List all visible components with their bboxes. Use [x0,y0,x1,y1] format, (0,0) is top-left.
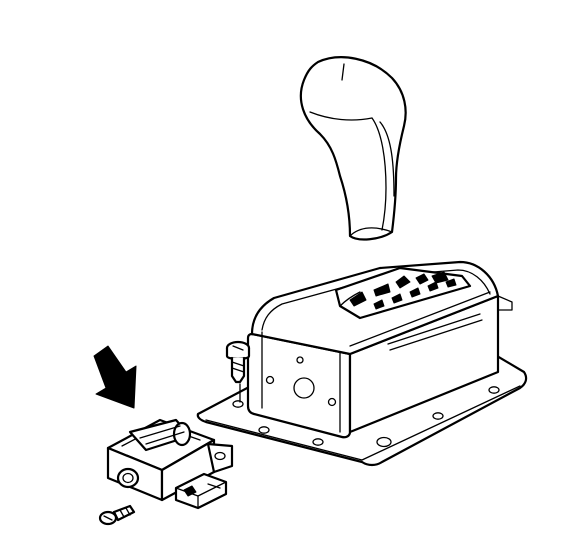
solenoid-icon [106,418,234,510]
screw-icon [98,504,136,526]
shifter-housing-icon [196,260,528,467]
screw-icon [225,340,251,403]
shift-knob-icon [299,56,407,241]
arrow-icon [93,345,137,409]
